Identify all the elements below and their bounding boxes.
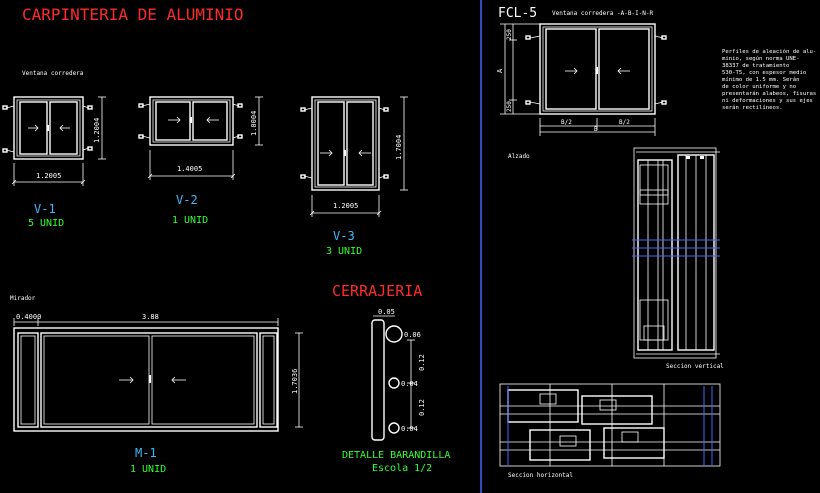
fcl-title: FCL-5 [498, 6, 537, 21]
window-type-label: Ventana corredera [22, 70, 84, 77]
door-m1 [13, 318, 303, 432]
svg-text:serán rectilíneos.: serán rectilíneos. [722, 104, 783, 111]
svg-text:de color uniforme y no: de color uniforme y no [722, 84, 796, 90]
v3-height: 1.7004 [395, 135, 403, 160]
v1-code: V-1 [34, 202, 56, 216]
door-code: M-1 [135, 446, 157, 460]
v1-height: 1.2004 [93, 118, 101, 143]
horizontal-section-label: Seccion horizontal [508, 472, 573, 479]
door-width: 3.88 [142, 313, 159, 321]
v2-code: V-2 [176, 193, 198, 207]
v3-units: 3 UNID [326, 246, 362, 257]
vertical-section-label: Seccion vertical [666, 363, 724, 370]
fcl-elevation [500, 23, 667, 136]
railing-title: CERRAJERIA [332, 282, 422, 300]
dim-a: A [496, 68, 504, 73]
sheet-title: CARPINTERIA DE ALUMINIO [22, 5, 244, 24]
vertical-section [632, 147, 720, 359]
v2-height: 1.0004 [250, 111, 258, 136]
railing-d3: 0.04 [401, 425, 418, 433]
horizontal-section [499, 383, 721, 467]
railing-top-dim: 0.05 [378, 308, 395, 316]
window-v2 [138, 96, 263, 180]
railing-d1: 0.06 [404, 331, 421, 339]
svg-text:mínimo de 1.5 mm. Serán: mínimo de 1.5 mm. Serán [722, 76, 799, 83]
dim-b: B [594, 126, 598, 133]
railing-s1: 0.12 [418, 354, 426, 371]
dim-250-top: 250 [506, 29, 513, 40]
v1-units: 5 UNID [28, 218, 64, 229]
dim-250-bottom: 250 [506, 101, 513, 112]
door-units: 1 UNID [130, 464, 166, 475]
door-side-dim: 0.4000 [16, 313, 41, 321]
railing-scale: Escola 1/2 [372, 463, 432, 474]
door-height: 1.7036 [291, 369, 299, 394]
svg-text:ni deformaciones y sus ejes: ni deformaciones y sus ejes [722, 98, 813, 104]
svg-text:530-T5, con espesor medio: 530-T5, con espesor medio [722, 70, 806, 76]
dim-b-half-1: B/2 [561, 119, 572, 126]
railing-detail [371, 315, 415, 441]
svg-text:Perfiles de aleación de alu-: Perfiles de aleación de alu- [722, 48, 816, 55]
dim-b-half-2: B/2 [619, 119, 630, 126]
railing-caption: DETALLE BARANDILLA [342, 450, 450, 461]
v1-width: 1.2005 [36, 172, 61, 180]
railing-d2: 0.04 [401, 380, 418, 388]
v2-width: 1.4005 [177, 165, 202, 173]
svg-text:presentarán alabeos, fisuras: presentarán alabeos, fisuras [722, 90, 816, 97]
svg-text:minio, según norma UNE-: minio, según norma UNE- [722, 55, 799, 62]
elevation-label: Alzado [508, 153, 530, 160]
railing-s2: 0.12 [418, 399, 426, 416]
v3-width: 1.2005 [333, 202, 358, 210]
v2-units: 1 UNID [172, 215, 208, 226]
window-v3 [300, 96, 408, 217]
svg-text:38337 de tratamiento: 38337 de tratamiento [722, 63, 789, 69]
v3-code: V-3 [333, 229, 355, 243]
window-v1 [2, 96, 106, 186]
fcl-subtitle: Ventana corredera -A-B-I-N-R [552, 10, 654, 17]
spec-notes: Perfiles de aleación de alu- minio, segú… [722, 48, 816, 111]
door-label: Mirador [10, 295, 36, 302]
